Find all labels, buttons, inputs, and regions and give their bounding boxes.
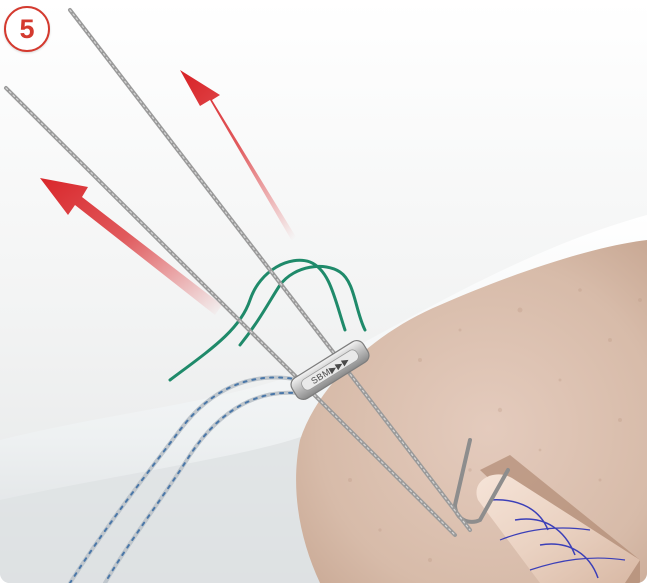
step-badge: 5: [4, 6, 50, 52]
step-number: 5: [19, 16, 34, 43]
